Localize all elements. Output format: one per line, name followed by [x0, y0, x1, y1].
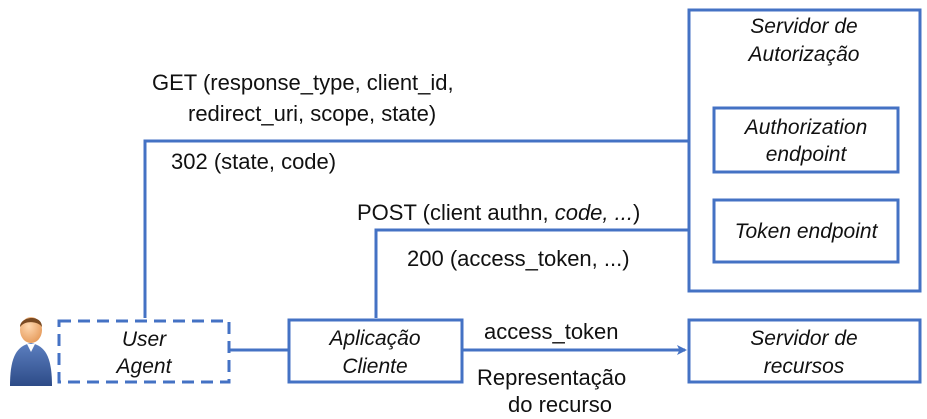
post-request-prefix: POST (client authn,: [357, 200, 555, 225]
token-response: 200 (access_token, ...): [407, 246, 630, 271]
resource-server: Servidor de recursos: [687, 318, 922, 384]
authorization-server-label-line1: Servidor de: [750, 15, 857, 38]
client-application: Aplicação Cliente: [287, 318, 464, 384]
authorization-server-label-line2: Autorização: [747, 43, 860, 66]
resource-server-label-line2: recursos: [764, 355, 845, 378]
message-labels: GET (response_type, client_id, redirect_…: [152, 70, 640, 417]
resource-server-label-line1: Servidor de: [750, 327, 857, 350]
post-request-code: code, ...: [555, 200, 633, 225]
user-agent: User Agent: [57, 319, 231, 384]
user-agent-label-line2: Agent: [115, 355, 173, 378]
authorization-endpoint-label-line1: Authorization: [743, 116, 868, 139]
connectors: [143, 136, 714, 355]
post-request: POST (client authn, code, ...): [357, 200, 640, 225]
get-arrow: [143, 136, 714, 318]
token-endpoint: Token endpoint: [712, 198, 900, 264]
post-arrow: [374, 225, 714, 318]
authorization-endpoint: Authorization endpoint: [712, 106, 900, 174]
authorization-endpoint-label-line2: endpoint: [766, 143, 848, 166]
access-token-label: access_token: [484, 319, 619, 344]
client-application-label-line1: Aplicação: [327, 327, 420, 350]
person-icon: [10, 317, 52, 386]
redirect-response: 302 (state, code): [171, 149, 336, 174]
get-request-line1: GET (response_type, client_id,: [152, 70, 454, 95]
client-application-label-line2: Cliente: [342, 355, 407, 378]
post-request-suffix: ): [633, 200, 640, 225]
user-agent-label-line1: User: [122, 328, 167, 351]
get-request-line2: redirect_uri, scope, state): [188, 101, 436, 126]
representation-line2: do recurso: [508, 392, 612, 417]
token-endpoint-label: Token endpoint: [735, 220, 879, 243]
representation-line1: Representação: [477, 365, 626, 390]
